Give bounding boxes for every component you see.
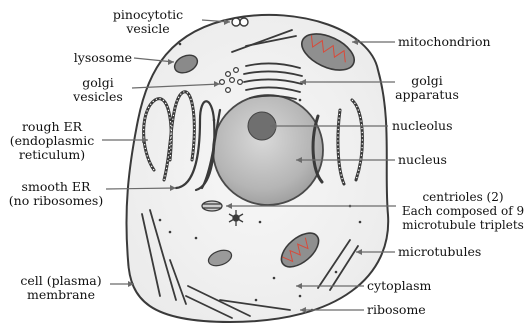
label-smooth-er-line2: (no ribosomes) <box>4 194 108 208</box>
label-pinocytotic-vesicle-line1: pinocytotic <box>92 8 204 22</box>
label-golgi-apparatus: golgi apparatus <box>392 74 462 102</box>
label-cell-membrane-line2: membrane <box>12 288 110 302</box>
label-rough-er: rough ER (endoplasmic reticulum) <box>2 120 102 162</box>
label-microtubules: microtubules <box>398 245 518 259</box>
label-smooth-er: smooth ER (no ribosomes) <box>4 180 108 208</box>
label-ribosome-text: ribosome <box>367 302 426 317</box>
label-golgi-apparatus-line1: golgi <box>392 74 462 88</box>
label-rough-er-line3: reticulum) <box>2 148 102 162</box>
label-mitochondrion-text: mitochondrion <box>398 34 491 49</box>
label-nucleus: nucleus <box>398 153 518 167</box>
label-centrioles-line1: centrioles (2) <box>397 190 529 204</box>
label-pinocytotic-vesicle: pinocytotic vesicle <box>92 8 204 36</box>
label-nucleus-text: nucleus <box>398 152 447 167</box>
label-centrioles-line3: microtubule triplets <box>397 218 529 232</box>
label-centrioles-line2: Each composed of 9 <box>397 204 529 218</box>
label-golgi-vesicles-line1: golgi <box>66 76 130 90</box>
label-nucleolus: nucleolus <box>392 119 512 133</box>
label-golgi-apparatus-line2: apparatus <box>392 88 462 102</box>
label-mitochondrion: mitochondrion <box>398 35 526 49</box>
label-microtubules-text: microtubules <box>398 244 481 259</box>
label-golgi-vesicles: golgi vesicles <box>66 76 130 104</box>
label-pinocytotic-vesicle-line2: vesicle <box>92 22 204 36</box>
label-cytoplasm: cytoplasm <box>367 279 487 293</box>
label-lysosome-text: lysosome <box>74 50 132 65</box>
label-cell-membrane: cell (plasma) membrane <box>12 274 110 302</box>
label-ribosome: ribosome <box>367 303 487 317</box>
nucleus <box>213 95 323 205</box>
label-cell-membrane-line1: cell (plasma) <box>12 274 110 288</box>
label-nucleolus-text: nucleolus <box>392 118 453 133</box>
label-smooth-er-line1: smooth ER <box>4 180 108 194</box>
label-lysosome: lysosome <box>20 51 132 65</box>
label-centrioles: centrioles (2) Each composed of 9 microt… <box>397 190 529 232</box>
label-rough-er-line1: rough ER <box>2 120 102 134</box>
label-golgi-vesicles-line2: vesicles <box>66 90 130 104</box>
label-cytoplasm-text: cytoplasm <box>367 278 431 293</box>
label-rough-er-line2: (endoplasmic <box>2 134 102 148</box>
